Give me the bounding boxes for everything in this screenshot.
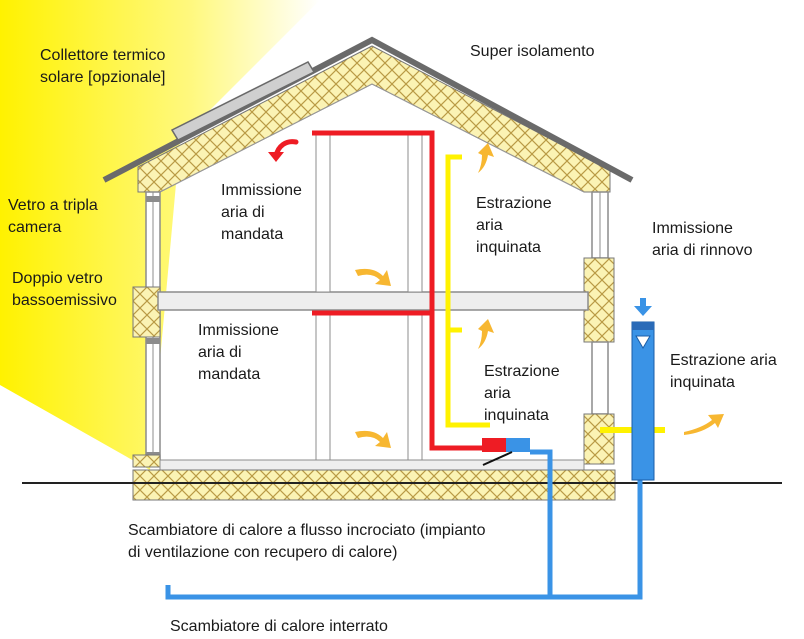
floor-slab	[157, 291, 589, 311]
ground-heat-exchanger-pipe	[165, 585, 640, 600]
exhaust-outlet-arrow-icon	[684, 414, 724, 435]
label-supply-air-upper: Immissione aria di mandata	[221, 182, 302, 243]
exhaust-duct	[445, 154, 490, 428]
supply-duct	[312, 130, 490, 451]
intake-arrow-icon	[634, 298, 652, 316]
label-solar-collector: Collettore termico solare [opzionale]	[40, 47, 166, 86]
solar-collector-panel	[170, 61, 316, 141]
label-super-insulation: Super isolamento	[470, 43, 595, 60]
label-fresh-air-intake: Immissione aria di rinnovo	[652, 220, 753, 259]
airflow-arrow-icon	[355, 430, 391, 448]
label-exhaust-air-lower: Estrazione aria inquinata	[484, 363, 560, 424]
roof-cover	[102, 36, 634, 183]
insulation-block-right-lower	[583, 413, 615, 465]
label-double-glazing: Doppio vetro bassoemissivo	[12, 270, 117, 309]
label-heat-exchanger: Scambiatore di calore a flusso incrociat…	[128, 522, 486, 561]
foundation-insulation	[132, 469, 616, 501]
label-supply-air-lower: Immissione aria di mandata	[198, 322, 279, 383]
airflow-arrow-icon	[355, 268, 391, 286]
extract-arrow-icon	[478, 143, 494, 173]
label-ground-exchanger: Scambiatore di calore interrato	[170, 618, 388, 635]
ground-floor-slab	[159, 459, 585, 471]
label-triple-glazing: Vetro a tripla camera	[8, 197, 98, 236]
label-exhaust-air-upper: Estrazione aria inquinata	[476, 195, 552, 256]
insulation-block-left	[132, 286, 161, 338]
insulation-block-right-upper	[583, 257, 615, 343]
label-exhaust-air-outside: Estrazione aria inquinata	[670, 352, 777, 391]
extract-arrow-icon	[478, 319, 494, 349]
